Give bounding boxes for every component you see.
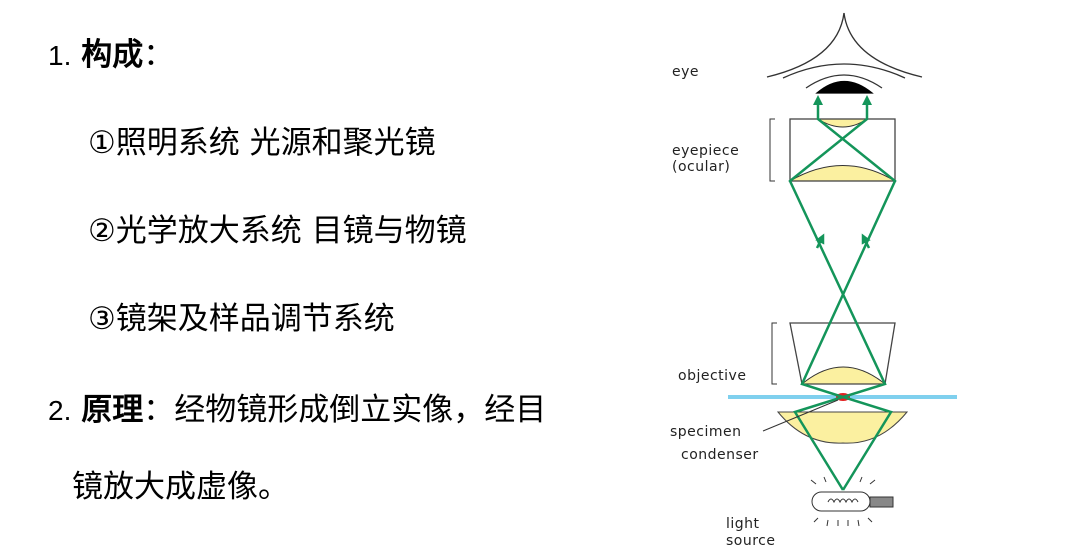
label-specimen: specimen <box>670 424 742 440</box>
label-eyepiece: eyepiece <box>672 143 739 159</box>
specimen-pointer <box>762 399 839 432</box>
label-condenser: condenser <box>681 447 759 463</box>
light-bulb-icon <box>810 476 894 527</box>
light-rays <box>788 95 897 491</box>
sub-item-3: ③镜架及样品调节系统 <box>88 301 395 337</box>
sub-item-1: ①照明系统 光源和聚光镜 <box>88 125 436 161</box>
label-objective: objective <box>678 368 746 384</box>
label-ocular: (ocular) <box>672 159 730 175</box>
item2-heading: 2. 原理：经物镜形成倒立实像，经目 <box>48 392 547 428</box>
item2-continuation: 镜放大成虚像。 <box>72 469 289 505</box>
eyepiece <box>769 118 897 182</box>
label-eye: eye <box>672 64 699 80</box>
label-light: light <box>726 516 760 532</box>
item1-heading: 1. 构成： <box>48 37 175 73</box>
objective-lens <box>771 322 896 385</box>
eye-icon <box>766 12 923 94</box>
label-source: source <box>726 533 776 549</box>
sub-item-2: ②光学放大系统 目镜与物镜 <box>88 213 467 249</box>
